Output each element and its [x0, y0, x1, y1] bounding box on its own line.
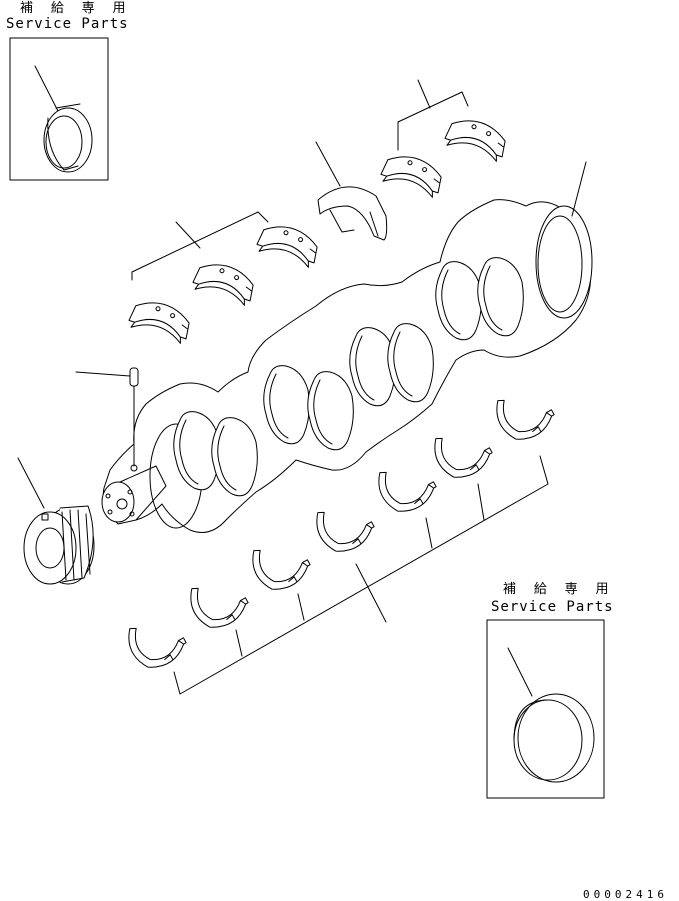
- dowel-pin: [76, 368, 138, 471]
- leader-line: [572, 162, 586, 216]
- upper-bearing-shell: [190, 257, 259, 308]
- inset-frame-bottom-right: [487, 620, 604, 798]
- inset-top-left-label-jp: 補 給 専 用: [20, 1, 131, 16]
- lower-bearing-shell: [426, 432, 494, 486]
- group-bracket: [398, 92, 468, 150]
- drawing-number: 00002416: [583, 888, 668, 901]
- lower-bearing-shell: [370, 466, 438, 520]
- thrust-bushing-ring-top-left: [44, 104, 92, 172]
- upper-bearing-shell: [254, 219, 323, 270]
- upper-main-bearing-group-left: [126, 212, 323, 346]
- crankshaft: [102, 162, 592, 532]
- lower-bearing-shell: [244, 544, 312, 598]
- inset-frame-top-left: [10, 38, 108, 180]
- inset-bottom-right-label-jp: 補 給 専 用: [503, 582, 614, 597]
- leader-line: [418, 80, 430, 108]
- upper-main-bearing-group-right: [378, 80, 511, 200]
- crankshaft-front-end: [102, 482, 134, 522]
- inset-bottom-right: [487, 620, 604, 798]
- lower-bearing-shell: [182, 582, 250, 636]
- front-center-hole: [117, 499, 127, 509]
- upper-bearing-shell: [126, 295, 195, 346]
- upper-bearing-shell: [442, 113, 511, 164]
- crankshaft-gear: [18, 458, 94, 584]
- leader-line: [176, 222, 200, 248]
- upper-bearing-shell: [378, 149, 447, 200]
- leader-line: [18, 458, 44, 508]
- group-bracket: [174, 456, 548, 694]
- leader-line: [508, 648, 532, 696]
- crankshaft-body: [103, 200, 590, 533]
- leader-line: [316, 142, 340, 186]
- lower-bearing-shell: [308, 506, 376, 560]
- leader-line: [76, 372, 130, 376]
- lower-bearing-shell: [488, 394, 556, 448]
- inset-bottom-right-label-en: Service Parts: [491, 599, 614, 615]
- thrust-bushing-ring-bottom-right: [514, 694, 594, 782]
- leader-line: [356, 564, 386, 622]
- leader-line: [35, 66, 60, 115]
- inset-top-left-label-en: Service Parts: [6, 16, 129, 32]
- inset-top-left: [10, 38, 108, 180]
- upper-thrust-bearing: [316, 142, 387, 240]
- lower-main-bearing-group: [120, 394, 556, 694]
- thrust-bearing-shell: [318, 187, 387, 240]
- crankshaft-rear-flange: [536, 206, 592, 318]
- gear-face: [24, 512, 76, 584]
- pin-body: [130, 368, 138, 386]
- lower-bearing-shell: [120, 622, 188, 676]
